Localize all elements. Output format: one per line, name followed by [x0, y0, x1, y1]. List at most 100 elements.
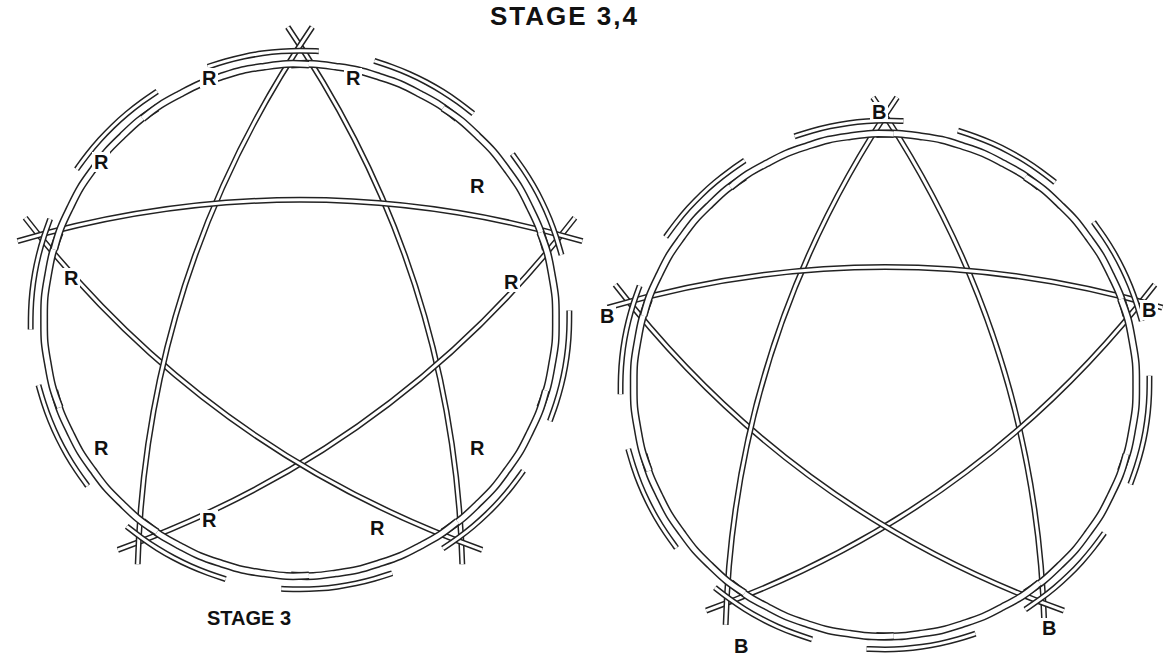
- strip-outline: [550, 311, 569, 421]
- strip-letter: R: [502, 272, 520, 292]
- strip-outline: [288, 27, 463, 564]
- strip-outline: [208, 51, 319, 67]
- strip-outline: [873, 97, 1044, 625]
- strip-fill: [1130, 376, 1149, 484]
- strip-outline: [25, 218, 482, 550]
- strip-fill: [18, 200, 583, 241]
- strip-fill: [730, 134, 893, 188]
- strip-outline: [31, 219, 50, 329]
- strip-outline: [876, 134, 1039, 188]
- strip-fill: [1121, 299, 1136, 471]
- strip-fill: [443, 471, 524, 549]
- strip-outline: [730, 134, 893, 188]
- strip-fill: [644, 177, 745, 316]
- strip-fill: [958, 131, 1055, 183]
- strip-fill: [25, 218, 482, 550]
- strip-outline: [77, 91, 158, 169]
- strip-fill: [54, 108, 157, 250]
- strip-fill: [666, 161, 745, 237]
- strip-fill: [726, 97, 897, 625]
- strip-outline: [127, 526, 226, 579]
- strip-outline: [795, 121, 904, 137]
- strip-fill: [143, 64, 309, 119]
- strip-fill: [291, 64, 457, 119]
- strip-fill: [443, 390, 546, 532]
- strip-outline: [540, 233, 556, 408]
- strip-outline: [44, 233, 60, 408]
- strip-letter: R: [92, 438, 110, 458]
- strip-outline: [615, 285, 1064, 611]
- strip-outline: [374, 61, 473, 114]
- strip-outline: [39, 385, 88, 486]
- strip-letter: R: [468, 176, 486, 196]
- stage-title: STAGE 3,4: [490, 3, 639, 29]
- strip-fill: [44, 233, 60, 408]
- strip-fill: [1025, 454, 1126, 593]
- strip-outline: [715, 588, 812, 640]
- strip-fill: [127, 526, 226, 579]
- strip-letter: B: [732, 636, 750, 656]
- strip-fill: [77, 91, 158, 169]
- strip-outline: [291, 64, 457, 119]
- strip-fill: [1025, 533, 1104, 609]
- strip-outline: [958, 131, 1055, 183]
- strip-outline: [608, 267, 1163, 308]
- strip-outline: [644, 177, 745, 316]
- strip-fill: [288, 27, 463, 564]
- strip-outline: [1094, 222, 1142, 321]
- strip-fill: [143, 522, 309, 577]
- strip-outline: [54, 108, 157, 250]
- strip-fill: [621, 286, 640, 394]
- strip-letter: R: [200, 510, 218, 530]
- stage-caption: STAGE 3: [205, 608, 293, 628]
- strip-outline: [876, 583, 1039, 637]
- strip-outline: [1121, 299, 1136, 471]
- strip-outline: [138, 27, 313, 564]
- strip-letter: R: [200, 68, 218, 88]
- strip-outline: [1025, 454, 1126, 593]
- strip-fill: [715, 588, 812, 640]
- strip-outline: [1130, 376, 1149, 484]
- strip-fill: [550, 311, 569, 421]
- strip-fill: [1094, 222, 1142, 321]
- strip-fill: [876, 583, 1039, 637]
- strip-fill: [873, 97, 1044, 625]
- strip-letter: B: [598, 306, 616, 326]
- strip-outline: [143, 522, 309, 577]
- strip-outline: [628, 449, 676, 548]
- strip-outline: [18, 200, 583, 241]
- strip-letter: B: [1040, 618, 1058, 638]
- strip-outline: [443, 390, 546, 532]
- strip-fill: [628, 449, 676, 548]
- strip-outline: [730, 583, 893, 637]
- strip-letter: R: [368, 518, 386, 538]
- strip-letter: B: [1140, 300, 1158, 320]
- strip-letter: R: [468, 438, 486, 458]
- strip-outline: [143, 64, 309, 119]
- strip-fill: [608, 267, 1163, 308]
- strip-fill: [39, 385, 88, 486]
- strip-outline: [621, 286, 640, 394]
- strip-outline: [726, 97, 897, 625]
- strip-fill: [540, 233, 556, 408]
- strip-fill: [374, 61, 473, 114]
- strip-outline: [634, 299, 649, 471]
- strip-outline: [512, 154, 561, 255]
- strip-outline: [666, 161, 745, 237]
- strip-fill: [730, 583, 893, 637]
- strip-fill: [208, 51, 319, 67]
- strip-letter: R: [344, 68, 362, 88]
- strip-letter: B: [870, 102, 888, 122]
- strip-fill: [634, 299, 649, 471]
- strip-fill: [138, 27, 313, 564]
- strip-fill: [795, 121, 904, 137]
- strip-fill: [512, 154, 561, 255]
- strip-outline: [1025, 533, 1104, 609]
- strip-fill: [876, 134, 1039, 188]
- strip-letter: R: [62, 268, 80, 288]
- strip-outline: [443, 471, 524, 549]
- strip-fill: [615, 285, 1064, 611]
- strip-letter: R: [92, 152, 110, 172]
- strip-fill: [31, 219, 50, 329]
